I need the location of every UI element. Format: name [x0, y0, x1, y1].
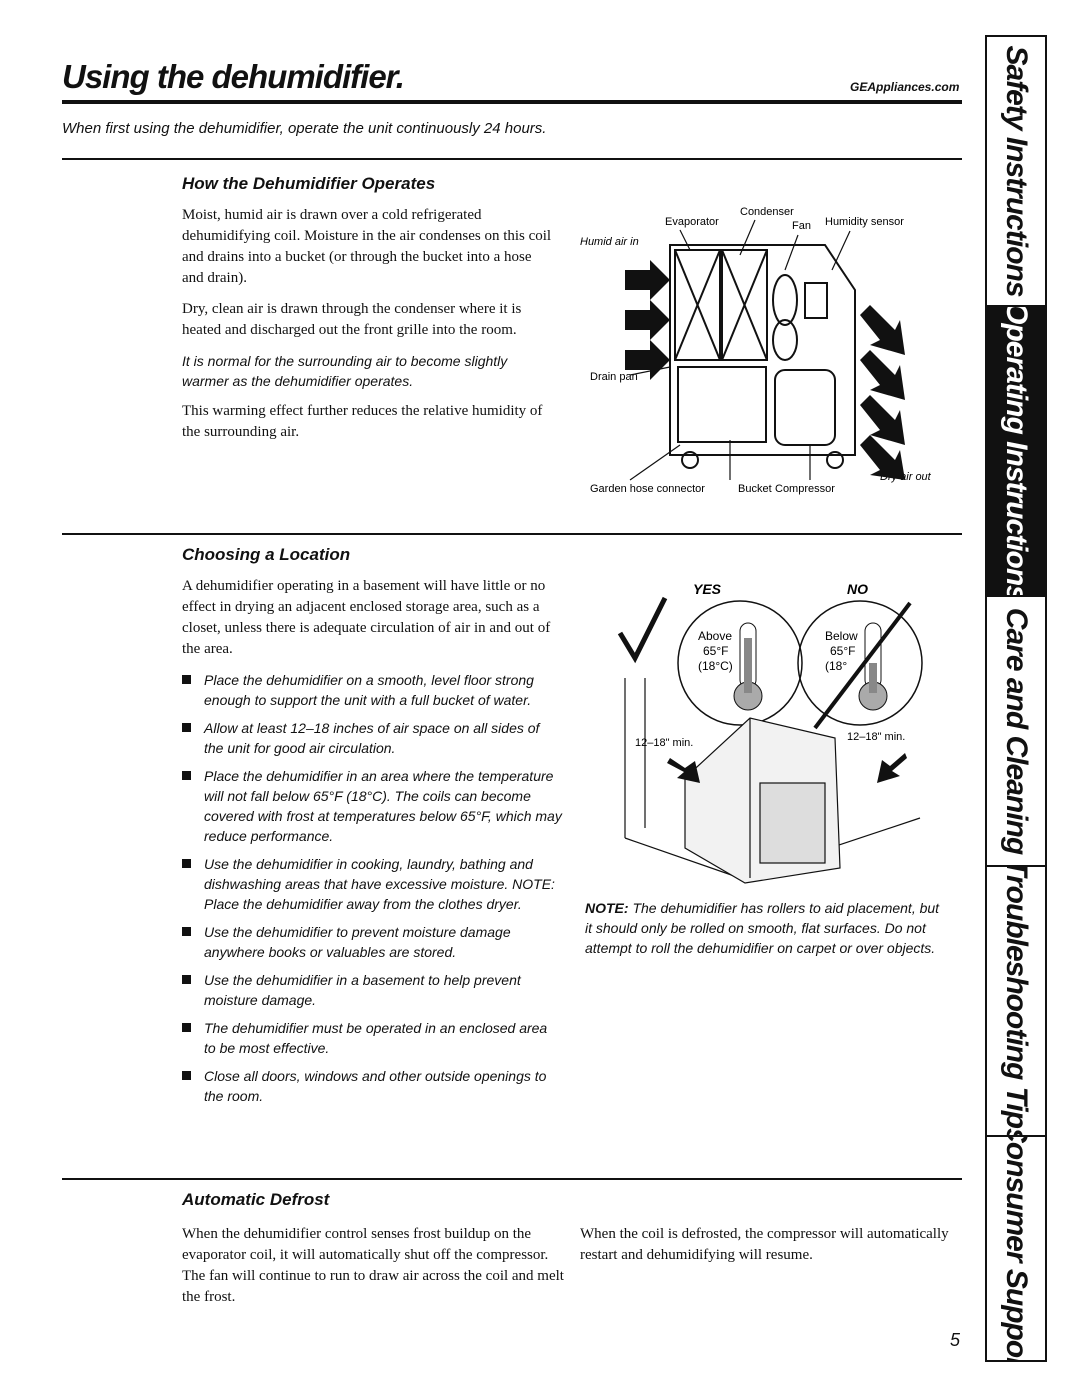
list-item: The dehumidifier must be operated in an …: [182, 1018, 562, 1058]
list-item: Use the dehumidifier in a basement to he…: [182, 970, 562, 1010]
label-above: Above: [698, 629, 732, 643]
label-no: NO: [847, 581, 868, 597]
defrost-col2: When the coil is defrosted, the compress…: [580, 1226, 949, 1263]
list-item: Place the dehumidifier in an area where …: [182, 766, 562, 846]
section-rule: [62, 158, 962, 160]
label-humid-air-in: Humid air in: [580, 236, 639, 248]
label-yes: YES: [693, 581, 722, 597]
label-clearance-left: 12–18" min.: [635, 737, 693, 749]
rollers-note: NOTE: The dehumidifier has rollers to ai…: [585, 898, 945, 958]
bullet-square: [182, 1023, 191, 1032]
bullet-square: [182, 975, 191, 984]
bullet-square: [182, 771, 191, 780]
bullet-text: Place the dehumidifier in an area where …: [204, 768, 562, 844]
label-drain-pan: Drain pan: [590, 371, 638, 383]
defrost-col1: When the dehumidifier control senses fro…: [182, 1226, 564, 1305]
bullet-square: [182, 675, 191, 684]
bullet-square: [182, 859, 191, 868]
section-rule: [62, 533, 962, 535]
bullet-square: [182, 723, 191, 732]
title-rule: [62, 100, 962, 104]
label-bucket: Bucket: [738, 483, 772, 495]
location-heading: Choosing a Location: [182, 545, 351, 564]
page-number: 5: [950, 1330, 961, 1350]
list-item: Close all doors, windows and other outsi…: [182, 1066, 562, 1106]
label-temp-c: (18°C): [698, 659, 733, 673]
section-tabs: Safety Instructions Operating Instructio…: [985, 35, 1047, 1362]
location-bullet-list: Place the dehumidifier on a smooth, leve…: [182, 670, 562, 1114]
note-label: NOTE:: [585, 900, 629, 916]
label-garden-hose: Garden hose connector: [590, 483, 705, 495]
bullet-text: Use the dehumidifier to prevent moisture…: [204, 924, 511, 960]
bullet-square: [182, 927, 191, 936]
list-item: Allow at least 12–18 inches of air space…: [182, 718, 562, 758]
bullet-text: The dehumidifier must be operated in an …: [204, 1020, 548, 1056]
operates-text: Moist, humid air is drawn over a cold re…: [182, 205, 552, 453]
operates-paragraph: Moist, humid air is drawn over a cold re…: [182, 207, 552, 286]
tab-troubleshooting-tips[interactable]: Troubleshooting Tips: [987, 867, 1045, 1137]
label-humidity-sensor: Humidity sensor: [825, 216, 904, 228]
operates-note: It is normal for the surrounding air to …: [182, 353, 508, 389]
bullet-square: [182, 1071, 191, 1080]
tab-label: Safety Instructions: [1000, 45, 1033, 297]
bullet-text: Use the dehumidifier in a basement to he…: [204, 972, 521, 1008]
operates-paragraph: This warming effect further reduces the …: [182, 403, 543, 440]
note-text: The dehumidifier has rollers to aid plac…: [585, 900, 940, 956]
bullet-text: Place the dehumidifier on a smooth, leve…: [204, 672, 534, 708]
list-item: Use the dehumidifier to prevent moisture…: [182, 922, 562, 962]
tab-label: Operating Instructions: [1000, 307, 1033, 597]
tab-safety-instructions[interactable]: Safety Instructions: [987, 37, 1045, 307]
label-temp-f: 65°F: [703, 644, 728, 658]
list-item: Use the dehumidifier in cooking, laundry…: [182, 854, 562, 914]
label-below: Below: [825, 629, 858, 643]
section-rule: [62, 1178, 962, 1180]
tab-label: Consumer Support: [1000, 1137, 1033, 1360]
tab-operating-instructions[interactable]: Operating Instructions: [987, 307, 1045, 597]
label-fan: Fan: [792, 220, 811, 232]
dehumidifier-diagram: Evaporator Condenser Fan Humidity sensor…: [580, 206, 932, 495]
defrost-heading: Automatic Defrost: [182, 1190, 330, 1209]
list-item: Place the dehumidifier on a smooth, leve…: [182, 670, 562, 710]
location-figure: YES NO Above 65°F (18°C) Below 65°F (18°…: [617, 581, 923, 884]
intro-text: When first using the dehumidifier, opera…: [62, 120, 547, 137]
page-title: Using the dehumidifier.: [62, 58, 405, 95]
operates-heading: How the Dehumidifier Operates: [182, 174, 436, 193]
website-label: GEAppliances.com: [850, 80, 960, 94]
operates-paragraph: Dry, clean air is drawn through the cond…: [182, 301, 522, 338]
tab-consumer-support[interactable]: Consumer Support: [987, 1137, 1045, 1360]
label-compressor: Compressor: [775, 483, 835, 495]
location-intro: A dehumidifier operating in a basement w…: [182, 578, 551, 657]
bullet-text: Use the dehumidifier in cooking, laundry…: [204, 856, 555, 912]
bullet-text: Allow at least 12–18 inches of air space…: [204, 720, 540, 756]
label-temp-f-no: 65°F: [830, 644, 855, 658]
label-clearance-right: 12–18" min.: [847, 731, 905, 743]
tab-care-and-cleaning[interactable]: Care and Cleaning: [987, 597, 1045, 867]
tab-label: Care and Cleaning: [1000, 607, 1033, 855]
label-temp-c-no: (18°: [825, 659, 847, 673]
bullet-text: Close all doors, windows and other outsi…: [204, 1068, 547, 1104]
tab-label: Troubleshooting Tips: [1000, 867, 1033, 1137]
label-condenser: Condenser: [740, 206, 794, 218]
label-evaporator: Evaporator: [665, 216, 719, 228]
